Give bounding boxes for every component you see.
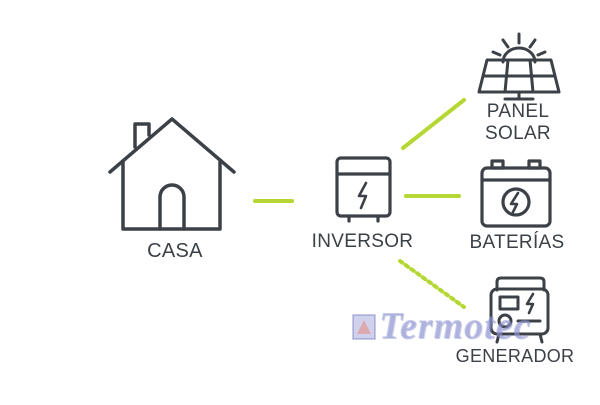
- watermark-emblem-icon: [352, 314, 376, 340]
- house-icon: [108, 117, 236, 231]
- generator-label: GENERADOR: [455, 346, 575, 366]
- generator-icon: [489, 276, 550, 344]
- inverter-label: INVERSOR: [311, 231, 414, 252]
- batteries-label: BATERÍAS: [469, 232, 565, 253]
- solar-panel-label-line1: PANEL: [486, 101, 550, 122]
- connector-inverter-solar: [401, 98, 466, 150]
- solar-panel-icon: [477, 32, 561, 101]
- watermark-logo: Termotec: [352, 302, 567, 350]
- battery-icon: [480, 159, 552, 228]
- connector-inverter-generator: [398, 259, 466, 309]
- house-label: CASA: [147, 240, 203, 262]
- watermark-text: Termotec: [379, 305, 532, 347]
- solar-panel-label: PANEL SOLAR: [468, 101, 568, 145]
- inverter-icon: [335, 156, 392, 223]
- solar-panel-label-line2: SOLAR: [485, 123, 551, 144]
